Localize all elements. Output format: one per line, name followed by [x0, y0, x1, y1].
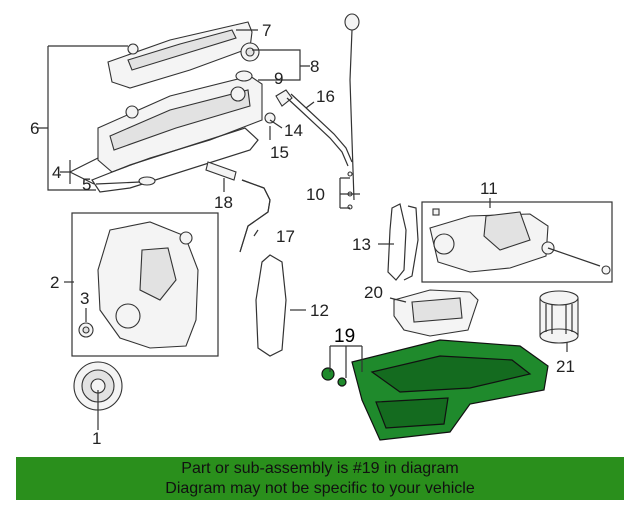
callout-8: 8: [310, 57, 319, 76]
chain-guide: [387, 203, 419, 281]
leader-lines: [38, 29, 568, 430]
callout-14: 14: [284, 121, 303, 140]
callout-13: 13: [352, 235, 371, 254]
oil-filter: [539, 290, 579, 344]
oil-filler-cap: [240, 42, 260, 62]
pcv-fitting: [264, 89, 293, 124]
callout-4: 4: [52, 163, 61, 182]
oil-pan-highlighted: [321, 339, 549, 441]
oil-pump: [429, 208, 611, 275]
baffle-plate: [393, 289, 479, 337]
callout-12: 12: [310, 301, 329, 320]
callout-16: 16: [316, 87, 335, 106]
crank-seal: [78, 322, 94, 338]
oil-pump-box: [421, 201, 613, 283]
cap-seal: [235, 70, 253, 82]
callout-1: 1: [92, 429, 101, 448]
breather-hose-18: [205, 161, 237, 181]
parts-diagram: 1 2 3 4 5 6 7 8 9 10 11 12 13 14 15 16 1…: [30, 13, 613, 448]
oil-dipstick: [286, 13, 360, 201]
callout-19: 19: [334, 326, 355, 347]
callout-7: 7: [262, 21, 271, 40]
valve-cover: [97, 75, 263, 173]
callout-9: 9: [274, 69, 283, 88]
callout-10: 10: [306, 185, 325, 204]
crank-pulley: [73, 361, 123, 411]
callout-5: 5: [82, 175, 91, 194]
timing-cover: [97, 221, 199, 349]
timing-chain: [255, 254, 287, 357]
callout-18: 18: [214, 193, 233, 212]
valve-cover-gasket: [91, 127, 259, 193]
info-banner: Part or sub-assembly is #19 in diagram D…: [16, 457, 624, 500]
callout-6: 6: [30, 119, 39, 138]
callout-17: 17: [276, 227, 295, 246]
callout-3: 3: [80, 289, 89, 308]
callout-2: 2: [50, 273, 59, 292]
callout-11: 11: [480, 179, 498, 198]
callout-15: 15: [270, 143, 289, 162]
callout-20: 20: [364, 283, 383, 302]
banner-line-2: Diagram may not be specific to your vehi…: [165, 480, 475, 497]
banner-line-1: Part or sub-assembly is #19 in diagram: [181, 460, 459, 477]
timing-cover-box: [71, 212, 219, 357]
breather-hose-17: [239, 179, 271, 253]
valve-cover-top: [107, 21, 253, 89]
callout-21: 21: [556, 357, 575, 376]
